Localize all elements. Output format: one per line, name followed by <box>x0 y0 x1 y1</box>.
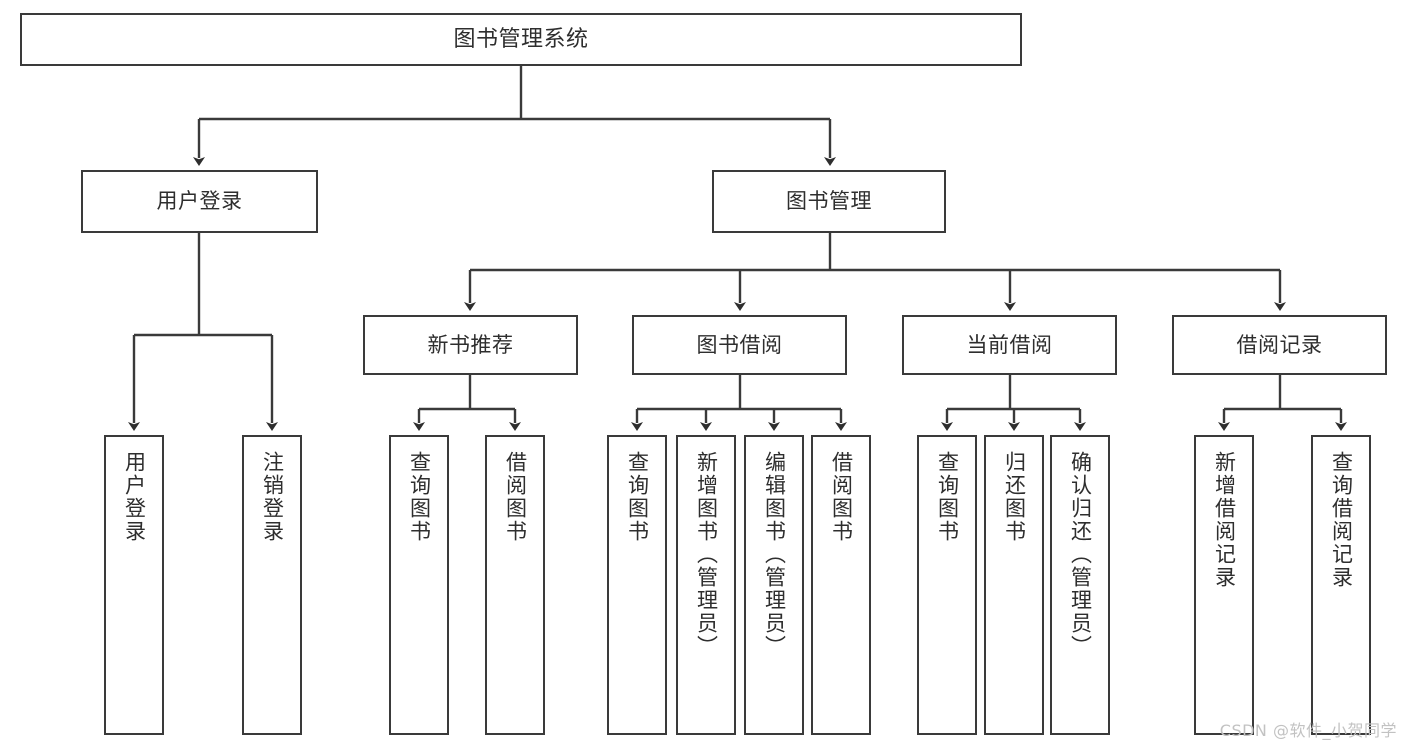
node-leaf-user-login-label: 用户登录 <box>122 451 147 543</box>
node-leaf-query-book-3[interactable]: 查询图书 <box>917 435 977 735</box>
node-book-borrow-label: 图书借阅 <box>696 332 783 357</box>
node-leaf-add-record-label: 新增借阅记录 <box>1212 451 1237 589</box>
node-current-borrow-label: 当前借阅 <box>966 332 1053 357</box>
node-leaf-borrow-book-1[interactable]: 借阅图书 <box>485 435 545 735</box>
node-borrow-record[interactable]: 借阅记录 <box>1172 315 1387 375</box>
node-leaf-logout-login-label: 注销登录 <box>260 451 285 543</box>
node-leaf-add-record[interactable]: 新增借阅记录 <box>1194 435 1254 735</box>
node-leaf-user-login[interactable]: 用户登录 <box>104 435 164 735</box>
node-leaf-edit-book-label: 编辑图书（管理员） <box>762 451 787 658</box>
node-book-management-label: 图书管理 <box>786 189 872 214</box>
node-book-borrow[interactable]: 图书借阅 <box>632 315 847 375</box>
node-leaf-query-book-1[interactable]: 查询图书 <box>389 435 449 735</box>
node-current-borrow[interactable]: 当前借阅 <box>902 315 1117 375</box>
node-leaf-return-book-label: 归还图书 <box>1002 451 1027 543</box>
node-leaf-logout-login[interactable]: 注销登录 <box>242 435 302 735</box>
node-leaf-borrow-book-1-label: 借阅图书 <box>503 451 528 543</box>
node-leaf-confirm-return-label: 确认归还（管理员） <box>1068 451 1093 658</box>
node-borrow-record-label: 借阅记录 <box>1236 332 1323 357</box>
node-leaf-confirm-return[interactable]: 确认归还（管理员） <box>1050 435 1110 735</box>
node-new-book-recommend-label: 新书推荐 <box>427 332 514 357</box>
node-leaf-borrow-book-2[interactable]: 借阅图书 <box>811 435 871 735</box>
node-leaf-query-book-2[interactable]: 查询图书 <box>607 435 667 735</box>
node-leaf-return-book[interactable]: 归还图书 <box>984 435 1044 735</box>
node-new-book-recommend[interactable]: 新书推荐 <box>363 315 578 375</box>
node-leaf-query-book-1-label: 查询图书 <box>407 451 432 543</box>
node-leaf-query-book-2-label: 查询图书 <box>625 451 650 543</box>
csdn-watermark: CSDN @软件_小贺同学 <box>1219 721 1397 740</box>
node-book-management[interactable]: 图书管理 <box>712 170 946 233</box>
node-root-label: 图书管理系统 <box>453 26 589 52</box>
node-user-login-label: 用户登录 <box>156 189 243 214</box>
node-leaf-query-record[interactable]: 查询借阅记录 <box>1311 435 1371 735</box>
node-user-login[interactable]: 用户登录 <box>81 170 318 233</box>
node-leaf-query-book-3-label: 查询图书 <box>935 451 960 543</box>
node-leaf-add-book[interactable]: 新增图书（管理员） <box>676 435 736 735</box>
node-leaf-borrow-book-2-label: 借阅图书 <box>829 451 854 543</box>
node-leaf-query-record-label: 查询借阅记录 <box>1329 451 1354 589</box>
node-leaf-edit-book[interactable]: 编辑图书（管理员） <box>744 435 804 735</box>
node-leaf-add-book-label: 新增图书（管理员） <box>694 451 719 658</box>
node-root[interactable]: 图书管理系统 <box>20 13 1022 66</box>
